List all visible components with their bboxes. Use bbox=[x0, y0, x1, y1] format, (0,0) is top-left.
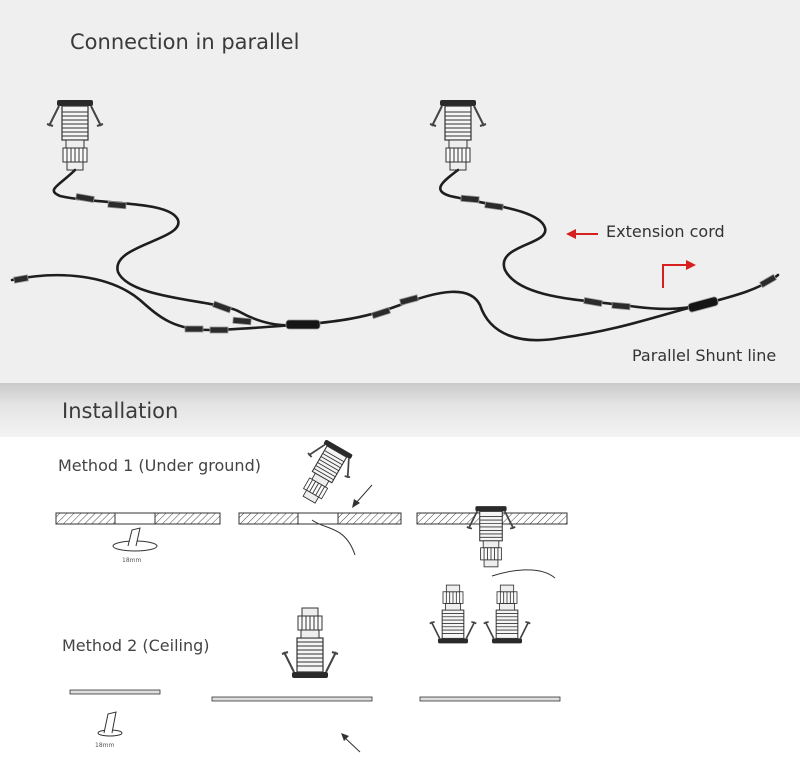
installation-panel bbox=[0, 437, 800, 773]
extension-cord-label: Extension cord bbox=[606, 222, 725, 241]
installation-title: Installation bbox=[62, 399, 179, 423]
method1-label: Method 1 (Under ground) bbox=[58, 456, 261, 475]
installation-header-band bbox=[0, 383, 800, 437]
shunt-arrow bbox=[662, 260, 696, 288]
cable-connectors bbox=[13, 193, 777, 334]
lamp-left bbox=[46, 100, 104, 171]
method2-step3 bbox=[419, 584, 561, 702]
lamp-right bbox=[429, 100, 487, 171]
method2-hole-size: 18mm bbox=[95, 742, 115, 749]
method1-step3 bbox=[416, 506, 568, 579]
cable-network bbox=[10, 168, 780, 342]
connection-title: Connection in parallel bbox=[70, 30, 300, 54]
method1-step2 bbox=[238, 434, 402, 556]
method1-hole-size: 18mm bbox=[122, 557, 142, 564]
extension-arrow bbox=[566, 229, 598, 239]
method2-label: Method 2 (Ceiling) bbox=[62, 636, 210, 655]
shunt-line-label: Parallel Shunt line bbox=[632, 346, 777, 365]
method1-step1 bbox=[55, 512, 221, 552]
method2-step1 bbox=[69, 689, 161, 737]
connection-panel bbox=[0, 0, 800, 383]
method2-step2 bbox=[211, 607, 373, 753]
